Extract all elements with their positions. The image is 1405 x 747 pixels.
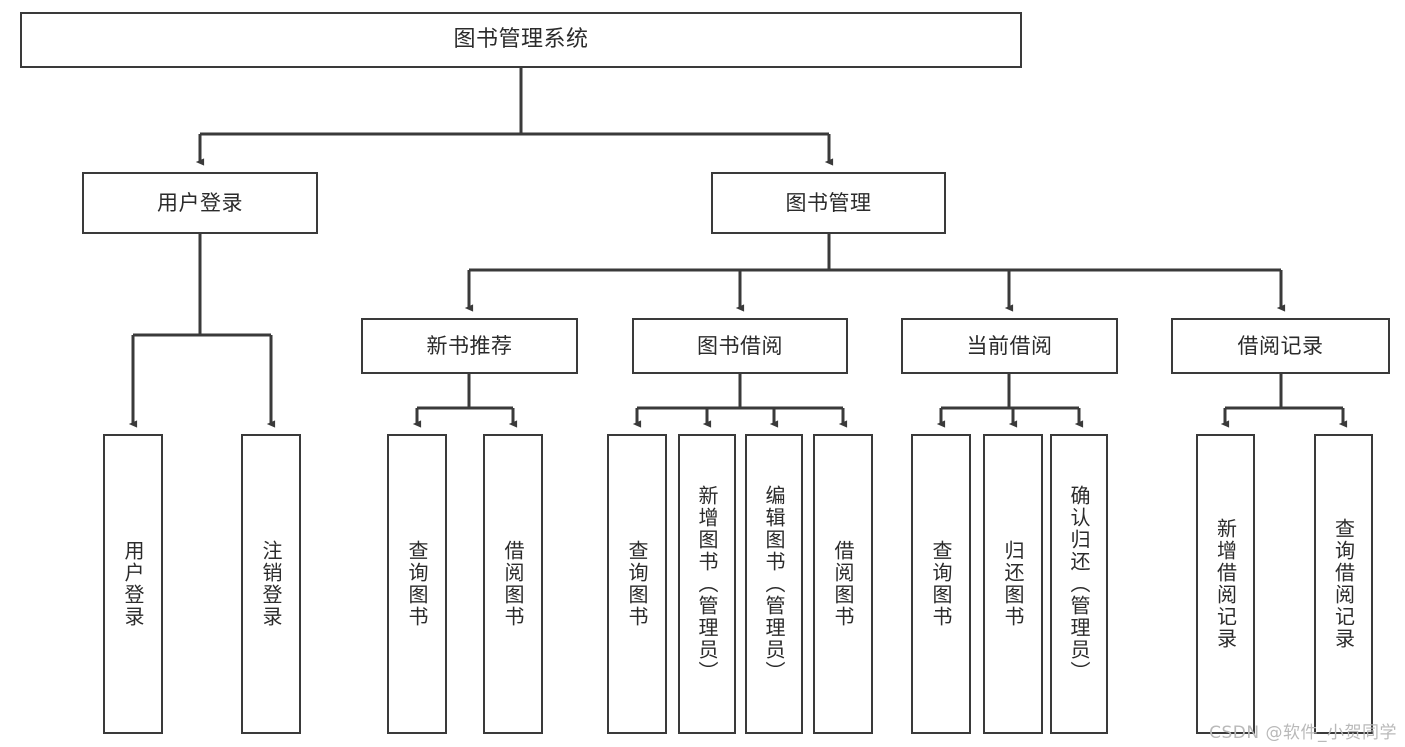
node-leaf-query-record[interactable]: 查询借阅记录 [1314, 434, 1373, 734]
node-leaf-query-book-3[interactable]: 查询图书 [911, 434, 971, 734]
node-leaf-query-book-1[interactable]: 查询图书 [387, 434, 447, 734]
node-new-book-recommend-label: 新书推荐 [426, 333, 513, 358]
node-leaf-query-book-2-label: 查询图书 [625, 540, 649, 628]
node-leaf-confirm-return[interactable]: 确认归还（管理员） [1050, 434, 1108, 734]
node-book-manage[interactable]: 图书管理 [711, 172, 946, 234]
node-leaf-query-book-2[interactable]: 查询图书 [607, 434, 667, 734]
node-borrow-record-label: 借阅记录 [1237, 333, 1324, 358]
node-book-borrow[interactable]: 图书借阅 [632, 318, 848, 374]
watermark: CSDN @软件_小贺同学 [1209, 723, 1397, 743]
node-book-borrow-label: 图书借阅 [697, 333, 783, 358]
node-leaf-user-login-label: 用户登录 [121, 540, 145, 628]
node-leaf-user-login[interactable]: 用户登录 [103, 434, 163, 734]
node-leaf-logout[interactable]: 注销登录 [241, 434, 301, 734]
node-root-label: 图书管理系统 [453, 27, 589, 53]
node-current-borrow-label: 当前借阅 [966, 333, 1053, 358]
node-leaf-add-book-label: 新增图书（管理员） [695, 485, 719, 683]
node-leaf-borrow-book-1-label: 借阅图书 [501, 540, 525, 628]
node-new-book-recommend[interactable]: 新书推荐 [361, 318, 578, 374]
node-leaf-add-book[interactable]: 新增图书（管理员） [678, 434, 736, 734]
node-leaf-add-record-label: 新增借阅记录 [1213, 518, 1238, 650]
node-leaf-edit-book-label: 编辑图书（管理员） [762, 485, 786, 683]
node-borrow-record[interactable]: 借阅记录 [1171, 318, 1390, 374]
node-current-borrow[interactable]: 当前借阅 [901, 318, 1118, 374]
node-book-manage-label: 图书管理 [785, 190, 872, 215]
node-leaf-borrow-book-2[interactable]: 借阅图书 [813, 434, 873, 734]
node-leaf-query-record-label: 查询借阅记录 [1331, 518, 1356, 650]
node-leaf-borrow-book-1[interactable]: 借阅图书 [483, 434, 543, 734]
node-leaf-add-record[interactable]: 新增借阅记录 [1196, 434, 1255, 734]
node-user-login-label: 用户登录 [157, 190, 243, 215]
node-user-login[interactable]: 用户登录 [82, 172, 318, 234]
node-leaf-query-book-1-label: 查询图书 [405, 540, 429, 628]
node-leaf-edit-book[interactable]: 编辑图书（管理员） [745, 434, 803, 734]
node-leaf-return-book[interactable]: 归还图书 [983, 434, 1043, 734]
node-root[interactable]: 图书管理系统 [20, 12, 1022, 68]
node-leaf-borrow-book-2-label: 借阅图书 [831, 540, 855, 628]
node-leaf-return-book-label: 归还图书 [1001, 540, 1025, 628]
node-leaf-confirm-return-label: 确认归还（管理员） [1067, 485, 1091, 683]
node-leaf-logout-label: 注销登录 [259, 540, 283, 628]
node-leaf-query-book-3-label: 查询图书 [929, 540, 953, 628]
